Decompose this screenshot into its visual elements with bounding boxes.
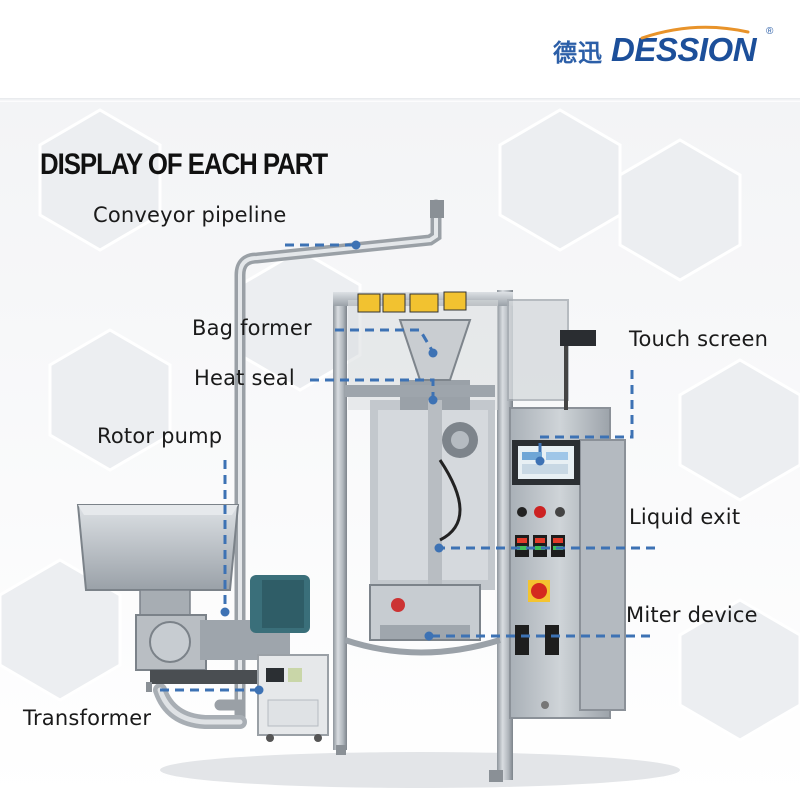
registered-mark: ® xyxy=(766,26,774,37)
brand-swoosh-icon xyxy=(640,25,750,40)
top-guard xyxy=(507,299,569,401)
label-liquid-exit: Liquid exit xyxy=(629,505,741,529)
rotor-pump xyxy=(135,575,310,684)
main-frame xyxy=(333,290,513,780)
header-bar xyxy=(0,0,800,100)
brand-name-en: DESSION xyxy=(611,31,757,68)
machine-feet xyxy=(146,682,503,782)
label-heat-seal: Heat seal xyxy=(194,366,295,390)
hexagon-background xyxy=(0,102,800,800)
label-rotor-pump: Rotor pump xyxy=(97,424,223,448)
conveyor-pipeline-tube xyxy=(153,199,442,729)
hopper xyxy=(76,504,240,617)
sealer-assembly xyxy=(344,584,501,656)
label-transformer: Transformer xyxy=(23,706,152,730)
transformer-box xyxy=(257,654,329,742)
label-touch-screen: Touch screen xyxy=(629,327,769,351)
label-conveyor-pipeline: Conveyor pipeline xyxy=(93,203,287,227)
header-divider xyxy=(0,98,800,102)
control-cabinet xyxy=(509,407,626,719)
floor-shadow xyxy=(160,752,680,788)
brand-logo: 德迅 DESSION xyxy=(553,30,757,70)
label-miter-device: Miter device xyxy=(626,603,758,627)
warning-stickers xyxy=(357,291,467,313)
pipe-flange xyxy=(430,200,444,218)
page-title: DISPLAY OF EACH PART xyxy=(40,148,328,181)
brand-name-cn: 德迅 xyxy=(553,38,603,67)
label-bag-former: Bag former xyxy=(192,316,312,340)
touch-screen-arm xyxy=(560,330,596,410)
